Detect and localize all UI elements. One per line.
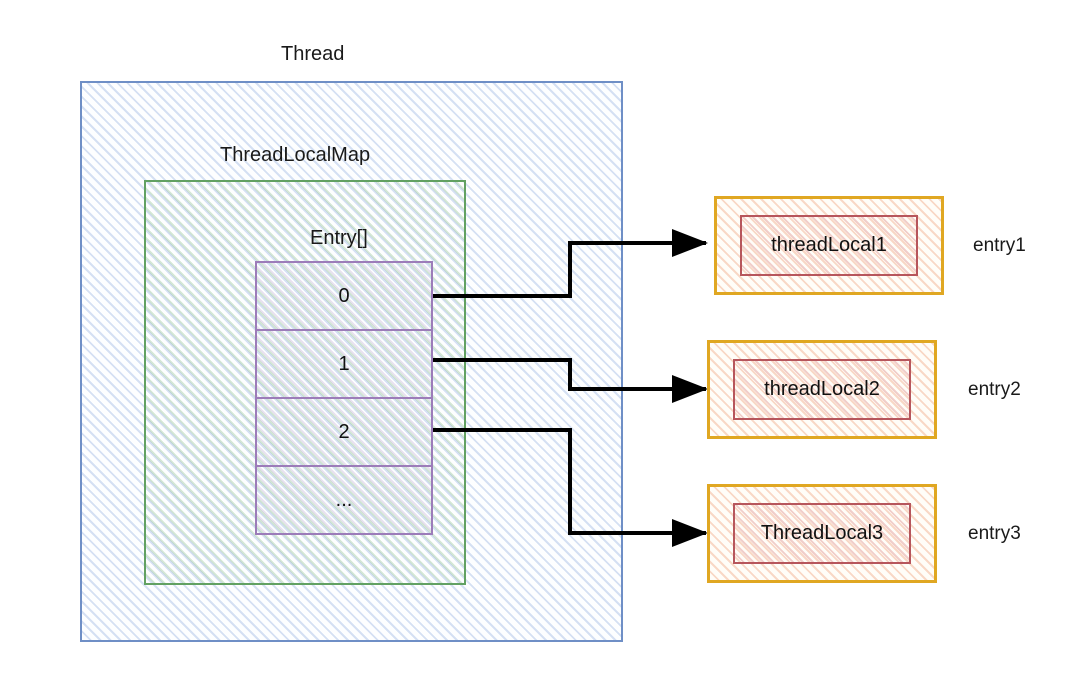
entry-array-title: Entry[] [310, 227, 368, 249]
threadlocalmap-title: ThreadLocalMap [220, 144, 371, 166]
entry-cell-1[interactable]: 1 [257, 331, 431, 399]
entry-cell-label: 1 [338, 352, 350, 375]
entry-cell-label: 0 [338, 284, 350, 307]
threadlocal-name-2: threadLocal2 [764, 378, 880, 400]
threadlocal-name-1: threadLocal1 [771, 234, 887, 256]
entry-cell-label: 2 [338, 420, 350, 443]
entry-array-table: 0 1 2 ... [255, 261, 433, 535]
threadlocal-box-1[interactable]: threadLocal1 [714, 196, 944, 295]
threadlocal-name-3: ThreadLocal3 [760, 522, 884, 544]
threadlocal-inner-2: threadLocal2 [733, 359, 911, 420]
entry-label-1: entry1 [973, 235, 1026, 256]
threadlocal-box-2[interactable]: threadLocal2 [707, 340, 937, 439]
entry-cell-label: ... [335, 488, 353, 511]
threadlocalmap-container [144, 180, 466, 585]
entry-label-2: entry2 [968, 379, 1021, 400]
entry-cell-0[interactable]: 0 [257, 263, 431, 331]
entry-cell-2[interactable]: 2 [257, 399, 431, 467]
entry-cell-ellipsis[interactable]: ... [257, 467, 431, 533]
threadlocal-inner-3: ThreadLocal3 [733, 503, 911, 564]
threadlocal-box-3[interactable]: ThreadLocal3 [707, 484, 937, 583]
threadlocal-inner-1: threadLocal1 [740, 215, 918, 276]
entry-label-3: entry3 [968, 523, 1021, 544]
thread-title: Thread [281, 43, 345, 65]
